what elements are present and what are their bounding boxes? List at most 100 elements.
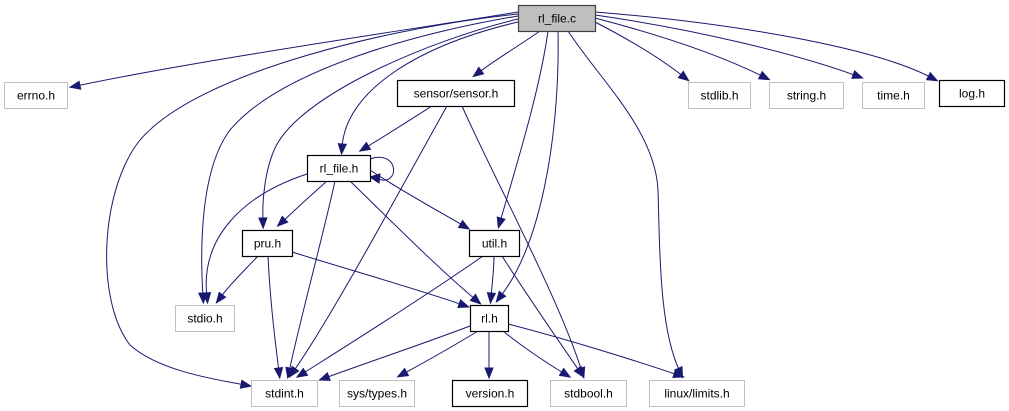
- edge-rl_file_h-to-util_h: [369, 169, 471, 230]
- edge-arrowhead: [273, 366, 284, 380]
- edge-arrowhead: [68, 80, 82, 90]
- edge-rl_file_c-to-time_h: [594, 14, 864, 79]
- edge-rl_h-to-version_h: [484, 331, 494, 380]
- edge-rl_h-to-stdint_h: [318, 325, 471, 381]
- edge-rl_file_h-to-stdio_h: [201, 173, 308, 305]
- edge-line: [281, 180, 328, 223]
- edge-arrowhead: [239, 379, 253, 389]
- node-rl-h[interactable]: rl.h: [469, 304, 510, 333]
- node-string-h: string.h: [769, 82, 844, 109]
- node-sensor-h[interactable]: sensor/sensor.h: [396, 79, 516, 108]
- node-errno-h: errno.h: [4, 82, 68, 109]
- edge-arrowhead: [201, 292, 212, 305]
- edge-rl_file_c-to-pru_h: [258, 18, 519, 230]
- node-box[interactable]: [469, 304, 510, 333]
- node-box: [175, 305, 235, 332]
- edge-line: [507, 323, 679, 376]
- edge-line: [288, 180, 336, 373]
- node-rl-file-h[interactable]: rl_file.h: [306, 154, 372, 183]
- edge-arrowhead: [472, 66, 485, 78]
- node-label[interactable]: rl_file.c: [538, 12, 576, 26]
- edge-arrowhead: [276, 215, 289, 227]
- nodes-layer: rl_file.c errno.h sensor/sensor.h stdlib.h s…: [4, 4, 1006, 408]
- edge-line: [594, 17, 765, 78]
- edge-rl_file_c-to-linux_limits_h: [567, 30, 684, 379]
- node-box: [339, 380, 415, 407]
- node-box: [688, 82, 751, 109]
- edge-line: [502, 330, 566, 375]
- node-stdbool-h: stdbool.h: [550, 380, 627, 407]
- edge-line: [499, 30, 559, 298]
- node-label[interactable]: util.h: [482, 237, 507, 251]
- edge-line: [477, 30, 541, 74]
- edge-line: [301, 255, 484, 375]
- edge-arrowhead: [318, 371, 331, 381]
- edge-rl_file_c-to-stdint_h: [106, 13, 519, 389]
- node-box[interactable]: [241, 229, 294, 258]
- edge-line: [341, 21, 519, 149]
- edge-arrowhead: [925, 71, 939, 82]
- edge-arrowhead: [496, 216, 506, 230]
- node-label[interactable]: sensor/sensor.h: [414, 87, 499, 101]
- edge-arrowhead: [215, 291, 227, 304]
- node-log-h[interactable]: log.h: [938, 79, 1006, 108]
- edge-arrowhead: [457, 219, 471, 230]
- edge-rl_file_c-to-rl_file_h: [337, 21, 519, 156]
- node-label[interactable]: rl.h: [481, 312, 498, 326]
- node-box: [862, 82, 925, 109]
- edge-line: [364, 105, 433, 149]
- edge-util_h-to-stdint_h: [295, 255, 484, 378]
- node-pru-h[interactable]: pru.h: [241, 229, 294, 258]
- node-label[interactable]: version.h: [466, 387, 515, 401]
- edge-arrowhead: [484, 367, 494, 380]
- edge-rl_file_c-to-string_h: [594, 17, 771, 81]
- node-linux-limits-h: linux/limits.h: [649, 380, 745, 407]
- edge-line: [369, 169, 465, 227]
- edge-arrowhead: [368, 173, 381, 184]
- edge-rl_file_c-to-stdlib_h: [594, 21, 690, 82]
- edge-line: [267, 255, 280, 373]
- node-label[interactable]: log.h: [959, 87, 985, 101]
- edge-arrowhead: [757, 70, 771, 81]
- node-label: stdlib.h: [700, 89, 738, 103]
- edge-arrowhead: [495, 290, 507, 303]
- node-label: time.h: [877, 89, 910, 103]
- node-label[interactable]: pru.h: [254, 237, 281, 251]
- edge-line: [594, 14, 858, 77]
- edge-pru_h-to-stdio_h: [215, 255, 259, 304]
- edge-sensor_h-to-rl_file_h: [358, 105, 433, 152]
- edge-arrowhead: [396, 367, 410, 378]
- node-box: [251, 380, 318, 407]
- edge-rl_file_h-to-stdint_h: [285, 180, 336, 380]
- node-label: linux/limits.h: [664, 387, 729, 401]
- node-box[interactable]: [451, 379, 529, 408]
- edge-arrowhead: [851, 70, 864, 79]
- edge-line: [106, 13, 519, 386]
- node-rl-file-c[interactable]: rl_file.c: [517, 4, 597, 33]
- node-label: stdint.h: [265, 387, 304, 401]
- edge-arrowhead: [295, 367, 309, 378]
- node-box[interactable]: [517, 4, 597, 33]
- edge-line: [594, 21, 685, 78]
- node-box: [649, 380, 745, 407]
- edge-pru_h-to-stdint_h: [267, 255, 284, 380]
- edge-rl_file_c-to-log_h: [594, 11, 939, 82]
- node-box[interactable]: [938, 79, 1006, 108]
- node-stdint-h: stdint.h: [251, 380, 318, 407]
- edge-rl_file_c-to-errno_h: [68, 11, 519, 90]
- edge-arrowhead: [258, 217, 268, 230]
- node-box: [769, 82, 844, 109]
- node-version-h[interactable]: version.h: [451, 379, 529, 408]
- edge-rl_file_c-to-util_h: [496, 30, 549, 230]
- node-box[interactable]: [468, 229, 521, 258]
- edge-line: [402, 330, 479, 375]
- edge-line: [594, 11, 933, 79]
- node-box[interactable]: [306, 154, 372, 183]
- edge-line: [501, 255, 581, 373]
- edge-arrowhead: [337, 143, 348, 156]
- edge-line: [205, 173, 308, 298]
- node-box[interactable]: [396, 79, 516, 108]
- node-label: string.h: [787, 89, 826, 103]
- node-label[interactable]: rl_file.h: [320, 162, 359, 176]
- node-util-h[interactable]: util.h: [468, 229, 521, 258]
